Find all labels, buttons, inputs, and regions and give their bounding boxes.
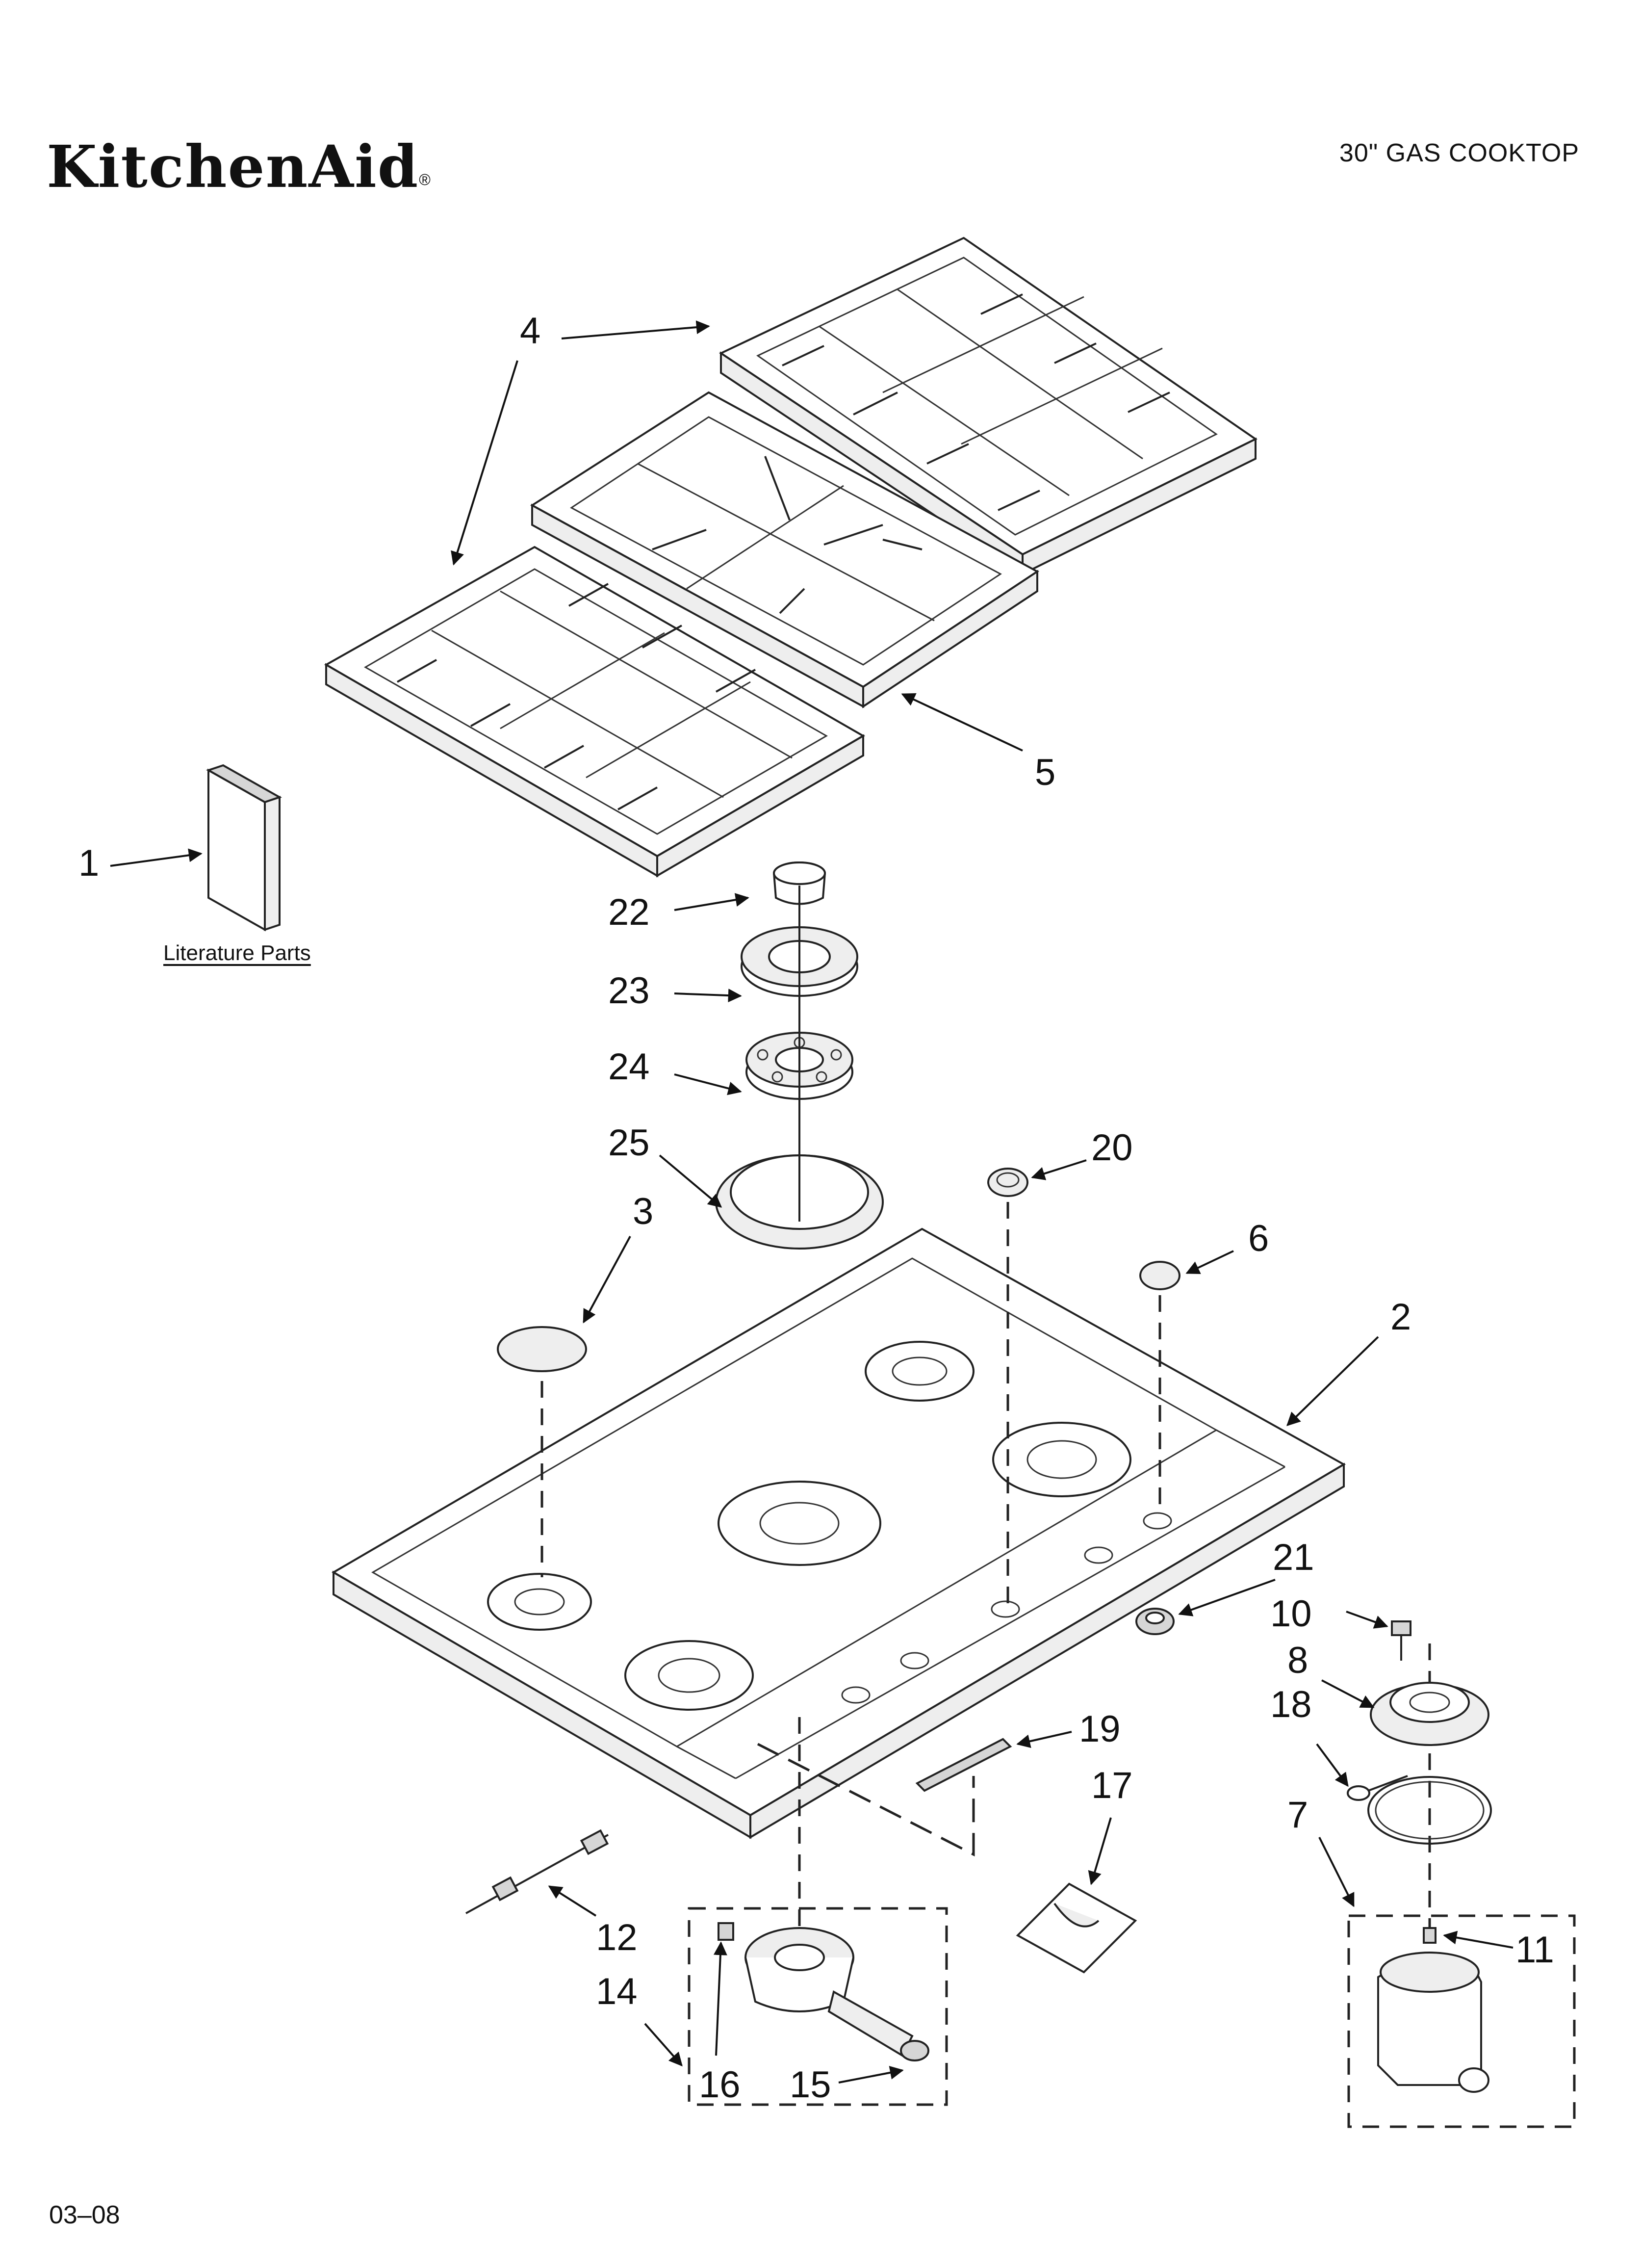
callout-14: 14: [596, 1971, 638, 2012]
callout-11: 11: [1515, 1929, 1554, 1971]
literature-booklet: [206, 764, 282, 932]
footer-code: 03–08: [49, 2201, 120, 2229]
callout-10: 10: [1270, 1593, 1312, 1635]
burner-8: [1370, 1682, 1489, 1746]
cooktop-valve-holes: [841, 1512, 1172, 1704]
leader-lines: [110, 320, 1514, 2084]
screw-10: [1391, 1620, 1411, 1661]
assembly-box-14: [688, 1907, 948, 2106]
center-grate: [530, 391, 1039, 708]
callout-12: 12: [596, 1917, 638, 1958]
seal-ring-7: [1367, 1776, 1492, 1845]
callout-23: 23: [608, 970, 650, 1012]
brand-name: KitchenAid: [47, 132, 419, 201]
callout-1: 1: [78, 842, 99, 884]
burner-base-right: [1377, 1952, 1489, 2093]
cap-6: [1139, 1261, 1180, 1290]
callout-19: 19: [1079, 1708, 1121, 1750]
callout-7: 7: [1287, 1794, 1308, 1836]
callout-2: 2: [1390, 1296, 1411, 1338]
registered-mark: ®: [419, 171, 432, 188]
callout-22: 22: [608, 891, 650, 933]
callout-15: 15: [790, 2064, 831, 2106]
cap-20: [987, 1168, 1028, 1197]
callout-25: 25: [608, 1122, 650, 1164]
cooktop-burner-wells: [487, 1341, 1131, 1711]
callout-18: 18: [1270, 1684, 1312, 1725]
left-grate: [324, 546, 865, 878]
igniter-electrode-12: [465, 1829, 609, 1914]
callout-5: 5: [1035, 752, 1055, 793]
grommet-21: [1135, 1608, 1175, 1635]
orifice-16: [718, 1922, 734, 1941]
callout-8: 8: [1287, 1640, 1308, 1681]
callout-16: 16: [699, 2064, 741, 2106]
callout-17: 17: [1091, 1765, 1133, 1806]
callout-24: 24: [608, 1046, 650, 1088]
brand-logo: KitchenAid®: [47, 132, 432, 201]
cover-cap-3: [497, 1326, 587, 1372]
orifice-11: [1423, 1927, 1437, 1944]
dash-line-19: [757, 1743, 975, 1857]
callout-21: 21: [1273, 1537, 1314, 1578]
page-title: 30" GAS COOKTOP: [1339, 139, 1579, 167]
callout-3: 3: [633, 1191, 653, 1232]
callout-6: 6: [1248, 1218, 1269, 1259]
bracket-17: [1016, 1882, 1137, 1974]
callout-4: 4: [520, 310, 540, 352]
literature-parts-label: Literature Parts: [163, 941, 311, 965]
nameplate-19: [915, 1738, 1012, 1792]
callout-20: 20: [1091, 1127, 1133, 1169]
bracket-18: [1347, 1775, 1408, 1801]
assembly-box-7: [1347, 1914, 1576, 2128]
burner-valve-assembly-15: [744, 1927, 929, 2061]
